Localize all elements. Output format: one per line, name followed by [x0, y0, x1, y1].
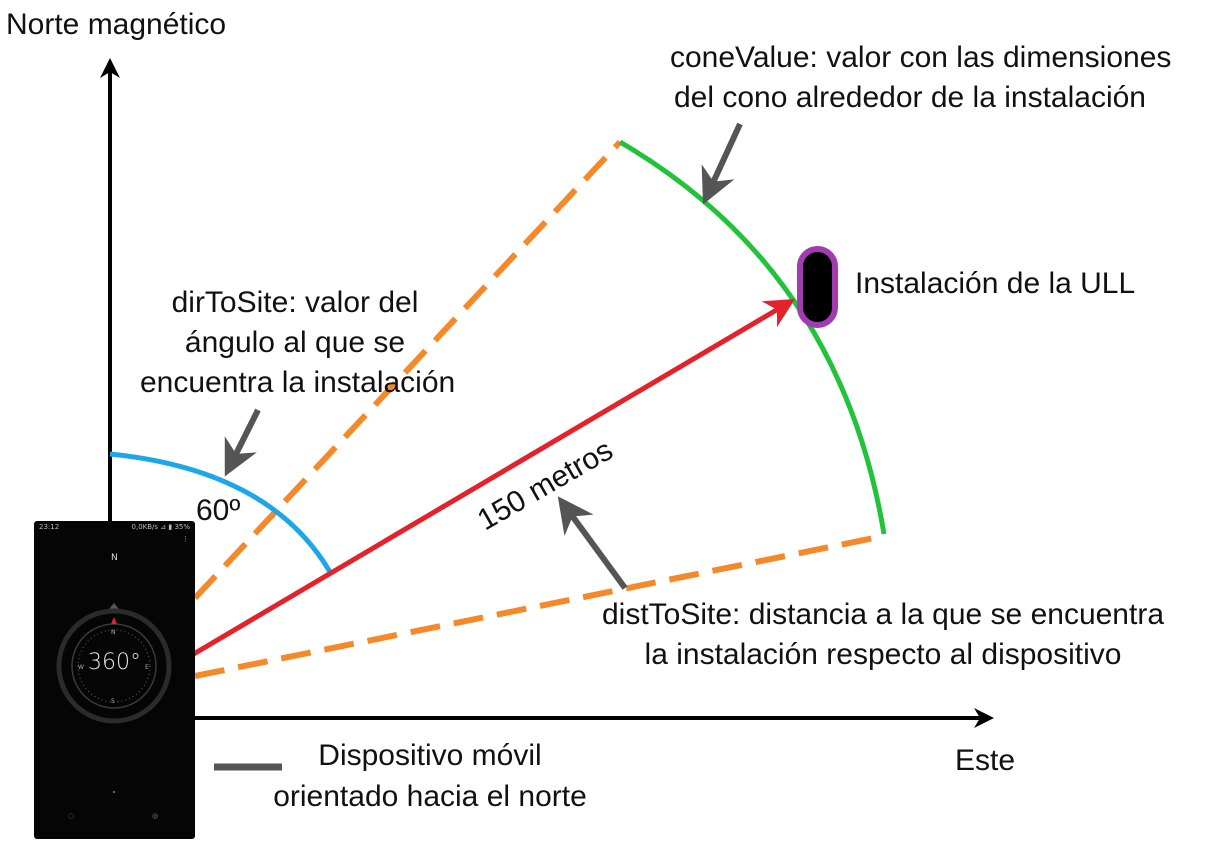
phone-status-bar: 0,0KB/s ⊿ ▮ 35% [131, 523, 190, 531]
cone-arc [618, 139, 887, 535]
direction-vector [190, 298, 796, 658]
cone-value-pointer [701, 122, 743, 205]
dial-letter-n: N [111, 629, 116, 636]
bottom-left-icon: ◌ [68, 812, 74, 820]
cone-edge-upper [192, 139, 623, 601]
dir-to-site-label-line2: ángulo al que se [184, 326, 406, 359]
installation-label: Instalación de la ULL [855, 267, 1136, 300]
dist-to-site-label-line2: la instalación respecto al dispositivo [644, 638, 1122, 671]
menu-dots-icon: ⋮ [182, 535, 189, 543]
device-legend-line1: Dispositivo móvil [318, 739, 542, 772]
phone-screenshot: 23:12 0,0KB/s ⊿ ▮ 35% ⋮ N N E S W ◌ ◎ 36… [34, 521, 195, 839]
phone-time: 23:12 [39, 523, 60, 531]
cone-edge-lower [194, 533, 885, 679]
dist-to-site-label-line1: distToSite: distancia a la que se encuen… [601, 598, 1165, 631]
dial-letter-e: E [145, 664, 149, 671]
compass-tick-ring [77, 629, 151, 703]
north-axis-label: Norte magnético [6, 8, 227, 41]
angle-arc [109, 451, 333, 574]
east-axis-label: Este [955, 744, 1016, 777]
phone-center-dot [113, 791, 115, 793]
dir-to-site-pointer [224, 408, 261, 477]
cone-value-label-line1: coneValue: valor con las dimensiones [670, 41, 1172, 74]
installation-marker [797, 246, 838, 328]
dial-letter-w: W [78, 664, 84, 671]
phone-heading-letter: N [111, 553, 118, 563]
north-needle-icon [111, 617, 117, 624]
dir-to-site-label-line1: dirToSite: valor del [171, 286, 419, 319]
dir-to-site-label-line3: encuentra la instalación [140, 366, 456, 399]
compass-outer-ring [56, 608, 172, 724]
compass-dial: N E S W ◌ ◎ [56, 603, 172, 820]
angle-value-label: 60º [196, 494, 241, 527]
device-legend-line2: orientado hacia el norte [273, 780, 587, 813]
compass-top-marker [109, 603, 119, 609]
cone-value-label-line2: del cono alrededor de la instalación [674, 81, 1146, 114]
bottom-right-icon: ◎ [152, 812, 158, 820]
dist-to-site-pointer [557, 496, 628, 590]
dial-letter-s: S [111, 698, 115, 705]
phone-heading-value: 360° [88, 650, 141, 675]
